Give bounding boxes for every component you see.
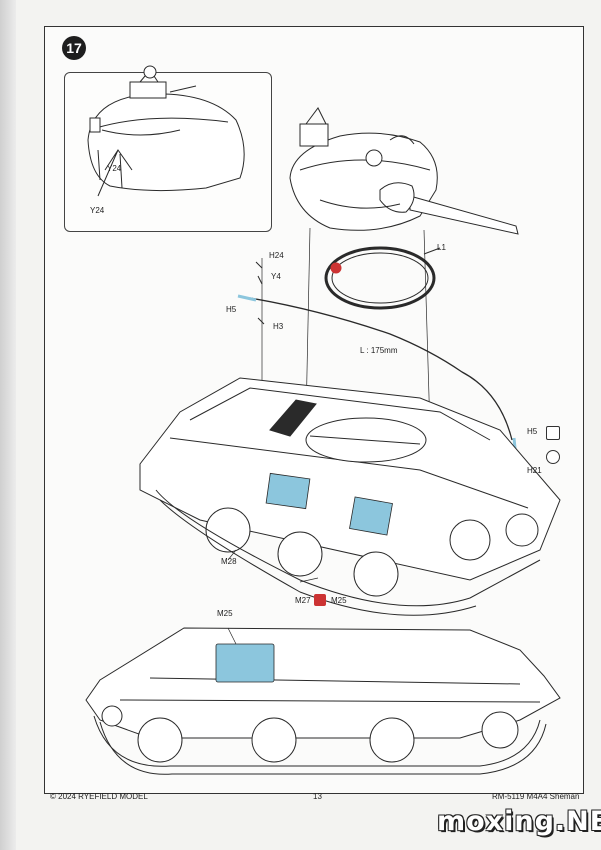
footer-product: RM-5119 M4A4 Sheman xyxy=(492,792,580,801)
inset-turret-drawing xyxy=(87,65,245,197)
turret-drawing xyxy=(289,107,519,235)
scan-edge-shadow xyxy=(0,0,16,850)
part-label-y4: Y4 xyxy=(271,272,281,281)
part-label-m25-bottom: M25 xyxy=(217,609,233,618)
hook-icon xyxy=(546,450,560,464)
paint-brush-icon xyxy=(546,426,560,440)
part-label-h5-left: H5 xyxy=(226,305,237,314)
step-number-badge: 17 xyxy=(62,36,86,60)
cable-length-label: L : 175mm xyxy=(360,346,398,355)
decal-m25-side-rear xyxy=(349,496,393,536)
part-label-m25-callout: M25 xyxy=(331,596,347,605)
part-label-m28: M28 xyxy=(221,557,237,566)
decal-m25-side-view xyxy=(215,643,275,683)
inset-label-y24-lower: Y24 xyxy=(90,206,105,215)
decal-swap-icon xyxy=(314,594,326,606)
h5-part-left xyxy=(237,294,257,302)
towing-cable-drawing xyxy=(249,297,513,441)
part-label-m27: M27 xyxy=(295,596,311,605)
part-label-h3: H3 xyxy=(273,322,284,331)
footer-page-number: 13 xyxy=(313,792,322,801)
part-label-h21: H21 xyxy=(527,466,542,475)
decal-m25-side-front xyxy=(265,472,311,510)
part-label-h24: H24 xyxy=(269,251,284,260)
turret-ring-drawing xyxy=(324,246,441,310)
upper-hull-drawing xyxy=(139,377,561,616)
part-label-h5-right: H5 xyxy=(527,427,538,436)
footer-copyright: © 2024 RYEFIELD MODEL xyxy=(50,792,148,801)
inset-label-y24-upper: Y24 xyxy=(107,164,122,173)
side-hull-drawing xyxy=(85,627,561,775)
part-label-l1: L1 xyxy=(437,243,446,252)
watermark-logo: moxing.NET xyxy=(437,806,601,837)
